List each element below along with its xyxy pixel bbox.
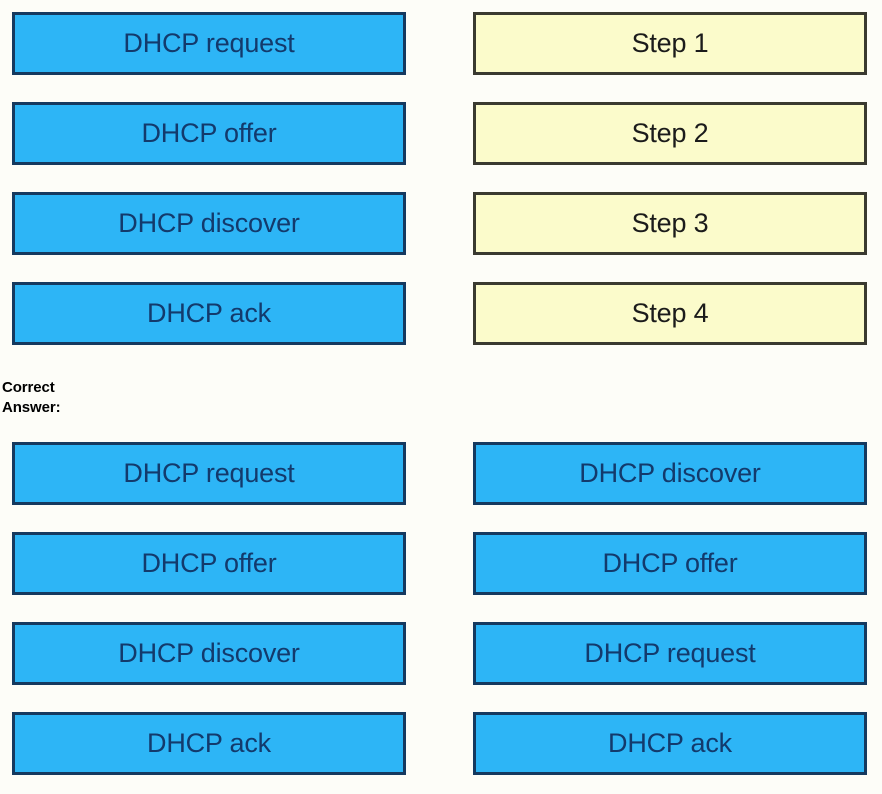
question-target-slot-1[interactable]: Step 1 (473, 12, 867, 75)
question-target-slot-2[interactable]: Step 2 (473, 102, 867, 165)
answer-source-tile-3-label: DHCP discover (118, 638, 300, 668)
answer-source-tile-2-label: DHCP offer (141, 548, 277, 578)
answer-source-tile-4[interactable]: DHCP ack (12, 712, 406, 775)
question-target-slot-1-label: Step 1 (631, 28, 709, 58)
question-source-tile-2[interactable]: DHCP offer (12, 102, 406, 165)
correct-answer-caption-line-1: Correct (2, 379, 55, 396)
answer-target-slot-3[interactable]: DHCP request (473, 622, 867, 685)
question-target-slot-4-label: Step 4 (631, 298, 709, 328)
answer-source-tile-1-label: DHCP request (123, 458, 295, 488)
question-source-tile-4-label: DHCP ack (147, 298, 271, 328)
correct-answer-caption: Correct Answer: (2, 378, 202, 418)
answer-target-slot-3-label: DHCP request (584, 638, 756, 668)
answer-target-slot-4-label: DHCP ack (608, 728, 732, 758)
question-target-slot-3[interactable]: Step 3 (473, 192, 867, 255)
answer-source-tile-2[interactable]: DHCP offer (12, 532, 406, 595)
question-target-slot-3-label: Step 3 (631, 208, 709, 238)
question-source-tile-1[interactable]: DHCP request (12, 12, 406, 75)
question-source-tile-2-label: DHCP offer (141, 118, 277, 148)
question-target-slot-2-label: Step 2 (631, 118, 709, 148)
answer-source-tile-1[interactable]: DHCP request (12, 442, 406, 505)
question-source-tile-1-label: DHCP request (123, 28, 295, 58)
answer-target-slot-4[interactable]: DHCP ack (473, 712, 867, 775)
answer-target-slot-2-label: DHCP offer (602, 548, 738, 578)
answer-target-slot-1-label: DHCP discover (579, 458, 761, 488)
question-source-tile-4[interactable]: DHCP ack (12, 282, 406, 345)
answer-target-slot-2[interactable]: DHCP offer (473, 532, 867, 595)
answer-source-tile-4-label: DHCP ack (147, 728, 271, 758)
answer-target-slot-1[interactable]: DHCP discover (473, 442, 867, 505)
answer-source-tile-3[interactable]: DHCP discover (12, 622, 406, 685)
question-target-slot-4[interactable]: Step 4 (473, 282, 867, 345)
question-source-tile-3[interactable]: DHCP discover (12, 192, 406, 255)
correct-answer-caption-line-2: Answer: (2, 399, 61, 416)
question-source-tile-3-label: DHCP discover (118, 208, 300, 238)
